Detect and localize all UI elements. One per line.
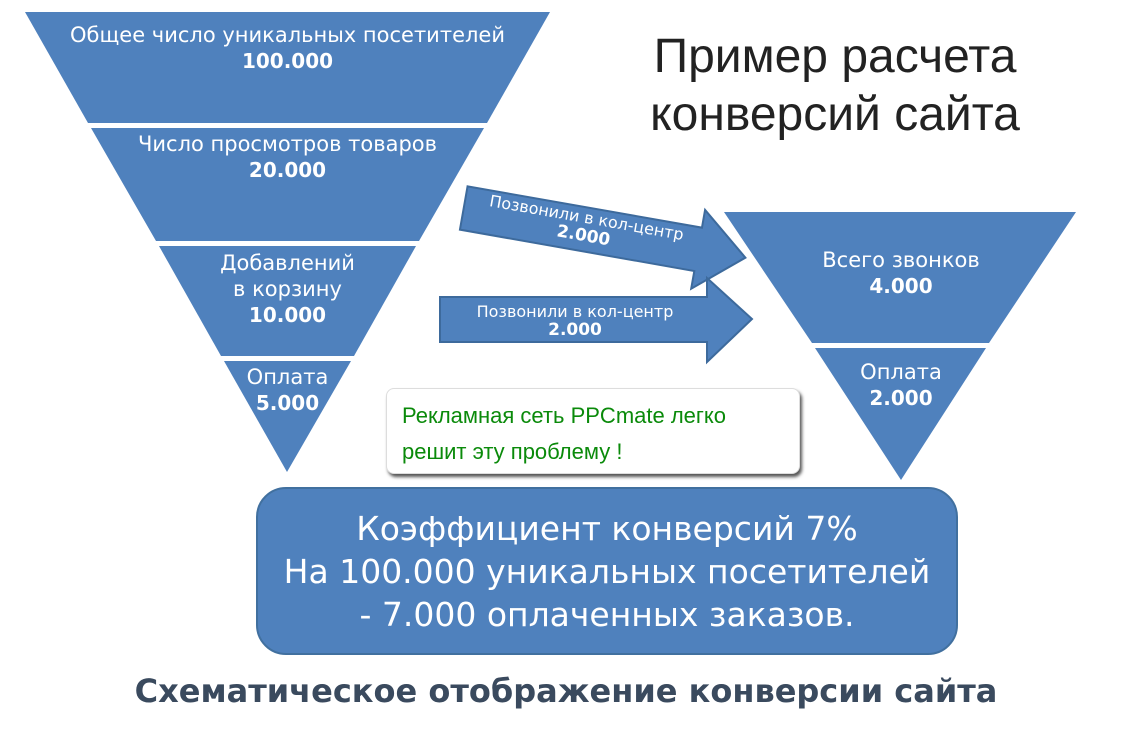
value: 4.000 xyxy=(869,274,933,298)
label: Оплата xyxy=(860,360,942,384)
funnel-label-payment: Оплата 5.000 xyxy=(25,364,550,416)
left-funnel-segment-cart xyxy=(159,246,416,356)
arrow-call-center-1 xyxy=(458,185,747,291)
diagram-caption: Схематическое отображение конверсии сайт… xyxy=(134,672,998,710)
page-title: Пример расчета конверсий сайта xyxy=(590,28,1080,144)
summary-line-3: - 7.000 оплаченных заказов. xyxy=(359,595,855,634)
right-funnel-label-payment: Оплата 2.000 xyxy=(776,359,1026,411)
summary-line-1: Коэффициент конверсий 7% xyxy=(356,509,858,548)
note-line-2: решит эту проблему ! xyxy=(402,439,623,464)
arrow-call-center-2 xyxy=(439,275,754,365)
value: 2.000 xyxy=(869,386,933,410)
right-funnel-segment-calls xyxy=(724,212,1076,343)
value: 5.000 xyxy=(255,391,320,415)
summary-line-2: На 100.000 уникальных посетителей xyxy=(283,552,931,591)
label: Общее число уникальных посетителей xyxy=(70,23,505,47)
arrow-label-2: Позвонили в кол-центр 2.000 xyxy=(445,302,705,340)
label: Позвонили в кол-центр xyxy=(476,302,674,321)
label: Число просмотров товаров xyxy=(137,132,438,156)
title-line-1: Пример расчета xyxy=(653,30,1017,83)
left-funnel-segment-views xyxy=(91,128,484,241)
right-funnel-label-calls: Всего звонков 4.000 xyxy=(776,247,1026,299)
value: 10.000 xyxy=(248,303,327,327)
label-line-1: Добавлений xyxy=(220,251,355,275)
ppcmate-note: Рекламная сеть PPCmate легко решит эту п… xyxy=(386,388,800,474)
value: 20.000 xyxy=(248,158,327,182)
value: 2.000 xyxy=(548,320,602,340)
funnel-label-cart: Добавлений в корзину 10.000 xyxy=(25,250,550,328)
left-funnel-segment-payment xyxy=(224,361,351,472)
funnel-label-views: Число просмотров товаров 20.000 xyxy=(25,131,550,183)
label: Оплата xyxy=(246,365,329,389)
funnel-label-visitors: Общее число уникальных посетителей 100.0… xyxy=(25,22,550,74)
conversion-summary-box: Коэффициент конверсий 7% На 100.000 уник… xyxy=(256,487,958,655)
right-funnel-segment-payment xyxy=(815,348,986,480)
note-line-1: Рекламная сеть PPCmate легко xyxy=(402,403,727,428)
left-funnel-segment-visitors xyxy=(25,12,550,123)
label: Всего звонков xyxy=(822,248,980,272)
title-line-2: конверсий сайта xyxy=(650,88,1020,141)
label-line-2: в корзину xyxy=(233,277,342,301)
value: 100.000 xyxy=(241,49,334,73)
